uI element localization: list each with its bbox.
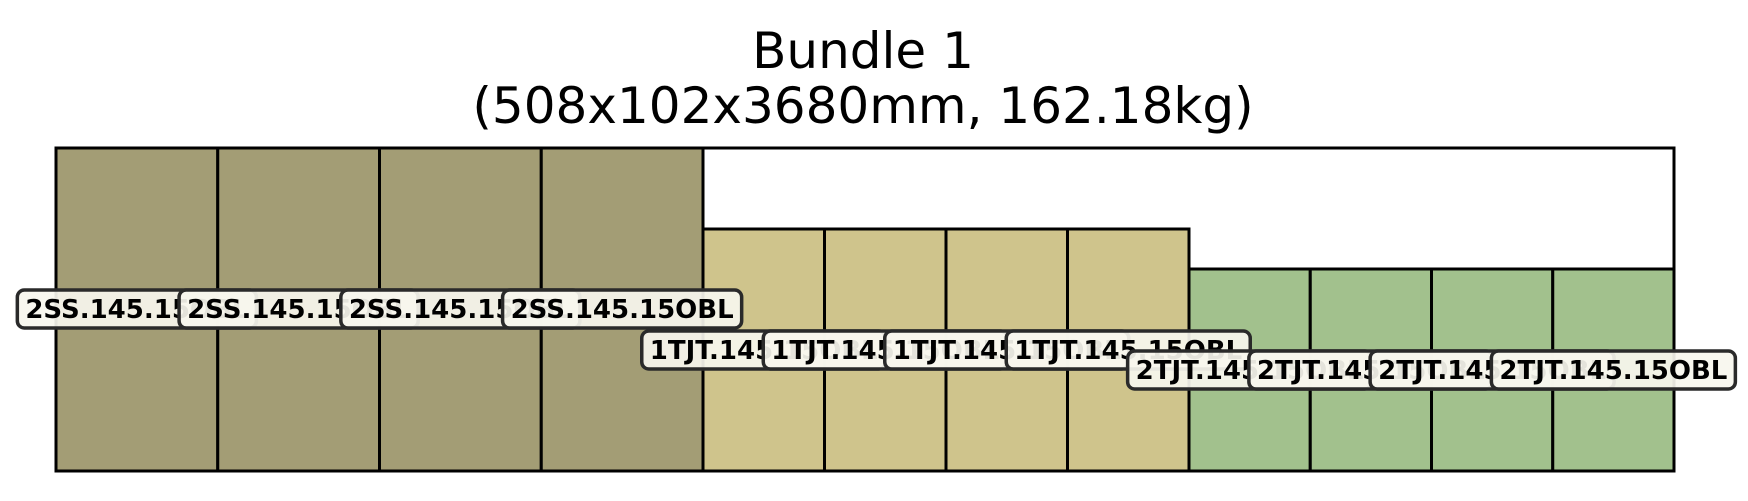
piece-label-text: 2TJT.145.15OBL bbox=[1499, 356, 1727, 386]
diagram-title: Bundle 1 bbox=[752, 22, 974, 80]
piece-label-text: 2SS.145.15OBL bbox=[511, 295, 734, 325]
piece-label-2ss: 2SS.145.15OBL bbox=[500, 288, 744, 330]
piece-label-2tjt: 2TJT.145.15OBL bbox=[1489, 349, 1738, 391]
diagram-subtitle: (508x102x3680mm, 162.18kg) bbox=[472, 77, 1253, 135]
piece-label-box bbox=[1489, 349, 1738, 391]
piece-label-box bbox=[500, 288, 744, 330]
labels-layer: 2SS.145.15OBL2SS.145.15OBL2SS.145.15OBL2… bbox=[15, 288, 1738, 391]
